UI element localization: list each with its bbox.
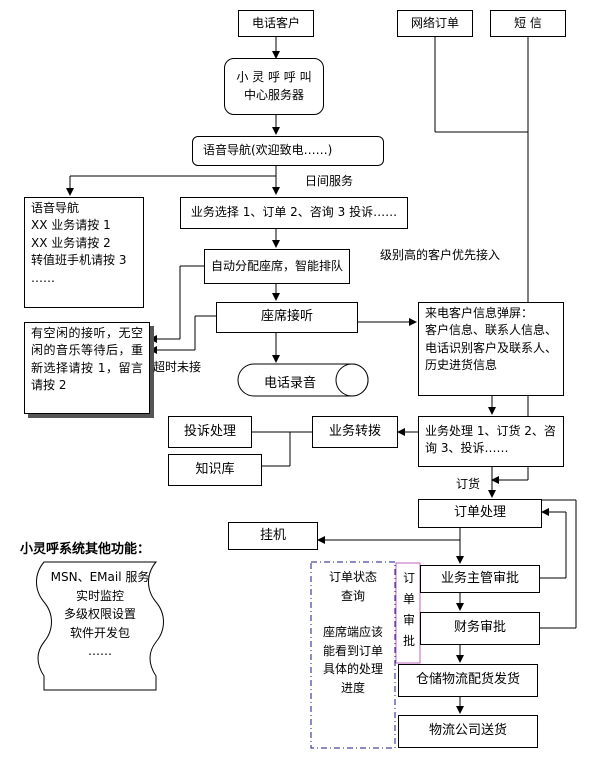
timeout-label: 超时未接 xyxy=(153,360,202,374)
idle-queue-box: 有空闲的接听，无空闲的音乐等待后，重新选择请按 1，留言请按 2 xyxy=(24,322,150,414)
ivr-menu-box: 语音导航 XX 业务请按 1 XX 业务请按 2 转值班手机请按 3 …… xyxy=(24,197,144,308)
call-center-server: 小 灵 呼 呼 叫 中心服务器 xyxy=(224,58,324,115)
caller-info-popup: 来电客户信息弹屏： 客户信息、联系人信息、电话识别客户及联系人、历史进货信息 xyxy=(418,302,564,396)
priority-note: 级别高的客户优先接入 xyxy=(380,248,501,262)
other-item: 软件开发包 xyxy=(69,625,130,640)
input-phone-client: 电话客户 xyxy=(238,10,314,37)
agent-answer: 座席接听 xyxy=(216,302,358,333)
other-item: …… xyxy=(88,644,112,659)
order-label: 订货 xyxy=(456,477,481,491)
ivr-welcome: 语音导航(欢迎致电……) xyxy=(192,136,384,166)
logistics-delivery: 物流公司送货 xyxy=(398,715,538,748)
finance-approval: 财务审批 xyxy=(420,612,540,645)
call-recording: 电话录音 xyxy=(264,376,317,391)
other-item: 多级权限设置 xyxy=(63,607,136,622)
manager-approval: 业务主管审批 xyxy=(420,565,540,593)
order-processing: 订单处理 xyxy=(418,499,542,528)
order-approval-vertical: 订 单 审 批 xyxy=(402,571,415,648)
input-sms: 短 信 xyxy=(490,10,566,37)
other-functions-title: 小灵呼系统其他功能： xyxy=(20,542,151,557)
complaint-handling: 投诉处理 xyxy=(168,416,252,448)
order-status-query: 订单状态 查询 座席端应该 能看到订单 具体的处理 进度 xyxy=(322,570,383,695)
warehouse-dispatch: 仓储物流配货发货 xyxy=(398,664,538,697)
input-online-order: 网络订单 xyxy=(397,10,473,37)
business-process: 业务处理 1、订货 2、咨询 3、投诉…… xyxy=(418,416,564,467)
other-functions-scroll xyxy=(36,561,164,691)
other-functions-list: MSN、EMail 服务 实时监控 多级权限设置 软件开发包 …… xyxy=(44,568,156,661)
other-item: 实时监控 xyxy=(75,588,124,603)
order-status-border xyxy=(310,561,396,749)
business-select: 业务选择 1、订单 2、咨询 3 投诉…… xyxy=(180,197,408,229)
hang-up: 挂机 xyxy=(228,522,318,550)
auto-assign-seat: 自动分配座席，智能排队 xyxy=(204,249,350,284)
business-transfer: 业务转拨 xyxy=(312,416,398,448)
knowledge-base: 知识库 xyxy=(168,454,262,486)
other-item: MSN、EMail 服务 xyxy=(50,570,150,584)
day-service-label: 日间服务 xyxy=(305,174,354,188)
